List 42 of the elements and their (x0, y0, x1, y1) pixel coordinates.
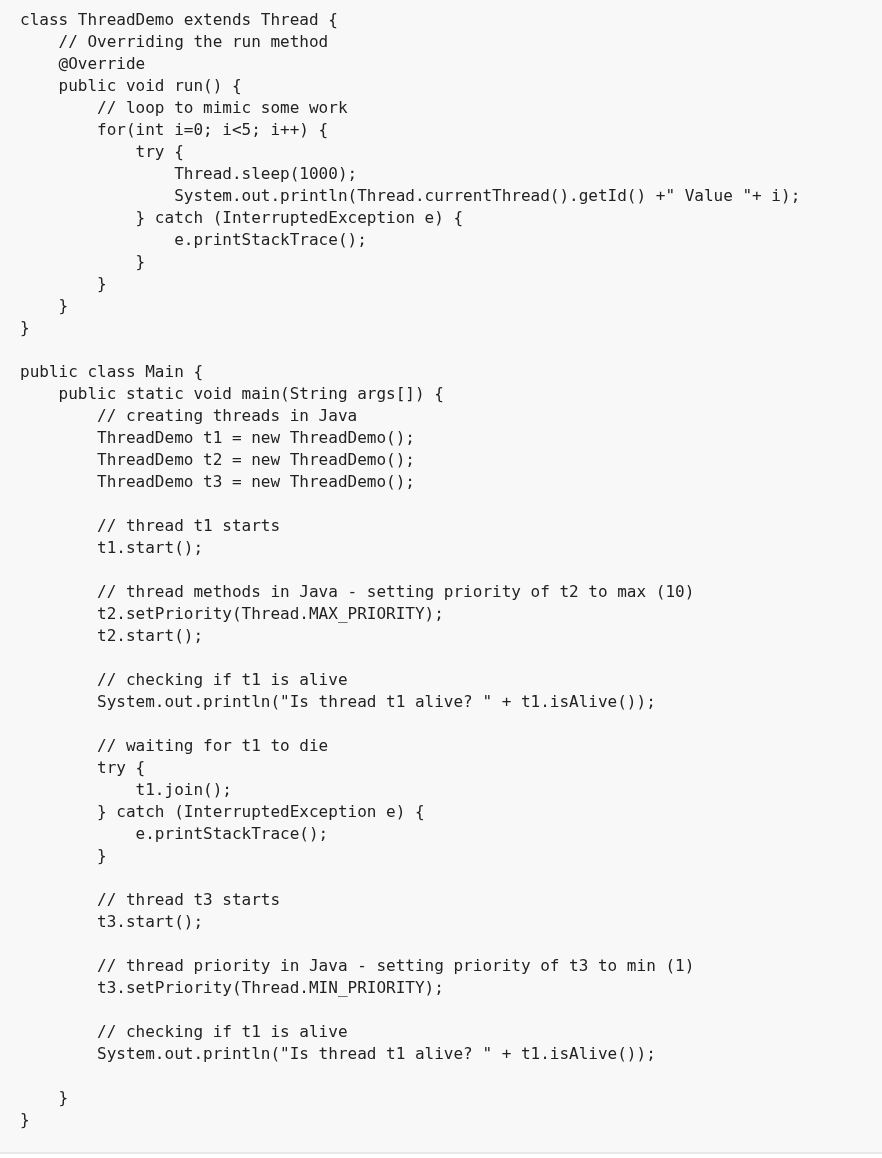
code-line: } (96, 274, 107, 294)
code-line: } catch (InterruptedException e) { (96, 802, 425, 822)
code-line: try { (134, 142, 184, 162)
code-line: ThreadDemo t3 = new ThreadDemo(); (96, 472, 415, 492)
code-line: // thread methods in Java - setting priority of t2 to max (10) (96, 582, 695, 602)
code-line: @Override (57, 54, 146, 74)
code-line: System.out.println("Is thread t1 alive? " + t1.isAlive()); (96, 692, 656, 712)
code-line: // checking if t1 is alive (96, 1022, 348, 1042)
code-line: ThreadDemo t1 = new ThreadDemo(); (96, 428, 415, 448)
code-line: for(int i=0; i<5; i++) { (96, 120, 329, 140)
code-line: } catch (InterruptedException e) { (134, 208, 464, 228)
code-line: } (57, 1088, 69, 1108)
code-line: class ThreadDemo extends Thread { (20, 10, 338, 30)
code-line: e.printStackTrace(); (134, 824, 329, 844)
code-line: t1.join(); (134, 780, 232, 800)
code-line: // waiting for t1 to die (96, 736, 329, 756)
code-line: public void run() { (57, 76, 242, 96)
code-line: t2.setPriority(Thread.MAX_PRIORITY); (96, 604, 444, 624)
code-line: } (57, 296, 69, 316)
code-line: t2.start(); (96, 626, 204, 646)
code-line: } (20, 1110, 30, 1130)
code-line: } (134, 252, 146, 272)
code-line: // checking if t1 is alive (96, 670, 348, 690)
code-line: System.out.println("Is thread t1 alive? " + t1.isAlive()); (96, 1044, 656, 1064)
code-line: ThreadDemo t2 = new ThreadDemo(); (96, 450, 415, 470)
code-line: public static void main(String args[]) { (57, 384, 444, 404)
code-line: t3.setPriority(Thread.MIN_PRIORITY); (96, 978, 444, 998)
code-line: Thread.sleep(1000); (173, 164, 358, 184)
code-line: public class Main { (20, 362, 204, 382)
code-line: // thread t3 starts (96, 890, 281, 910)
code-line: t1.start(); (96, 538, 204, 558)
code-line: try { (96, 758, 146, 778)
code-line: // Overriding the run method (57, 32, 329, 52)
code-line: // loop to mimic some work (96, 98, 348, 118)
code-line: } (96, 846, 107, 866)
code-line: // creating threads in Java (96, 406, 358, 426)
code-line: e.printStackTrace(); (173, 230, 367, 250)
code-line: } (20, 318, 30, 338)
code-line: t3.start(); (96, 912, 204, 932)
code-line: System.out.println(Thread.currentThread().getId() +" Value "+ i); (173, 186, 801, 206)
code-line: // thread priority in Java - setting priority of t3 to min (1) (96, 956, 695, 976)
code-line: // thread t1 starts (96, 516, 281, 536)
